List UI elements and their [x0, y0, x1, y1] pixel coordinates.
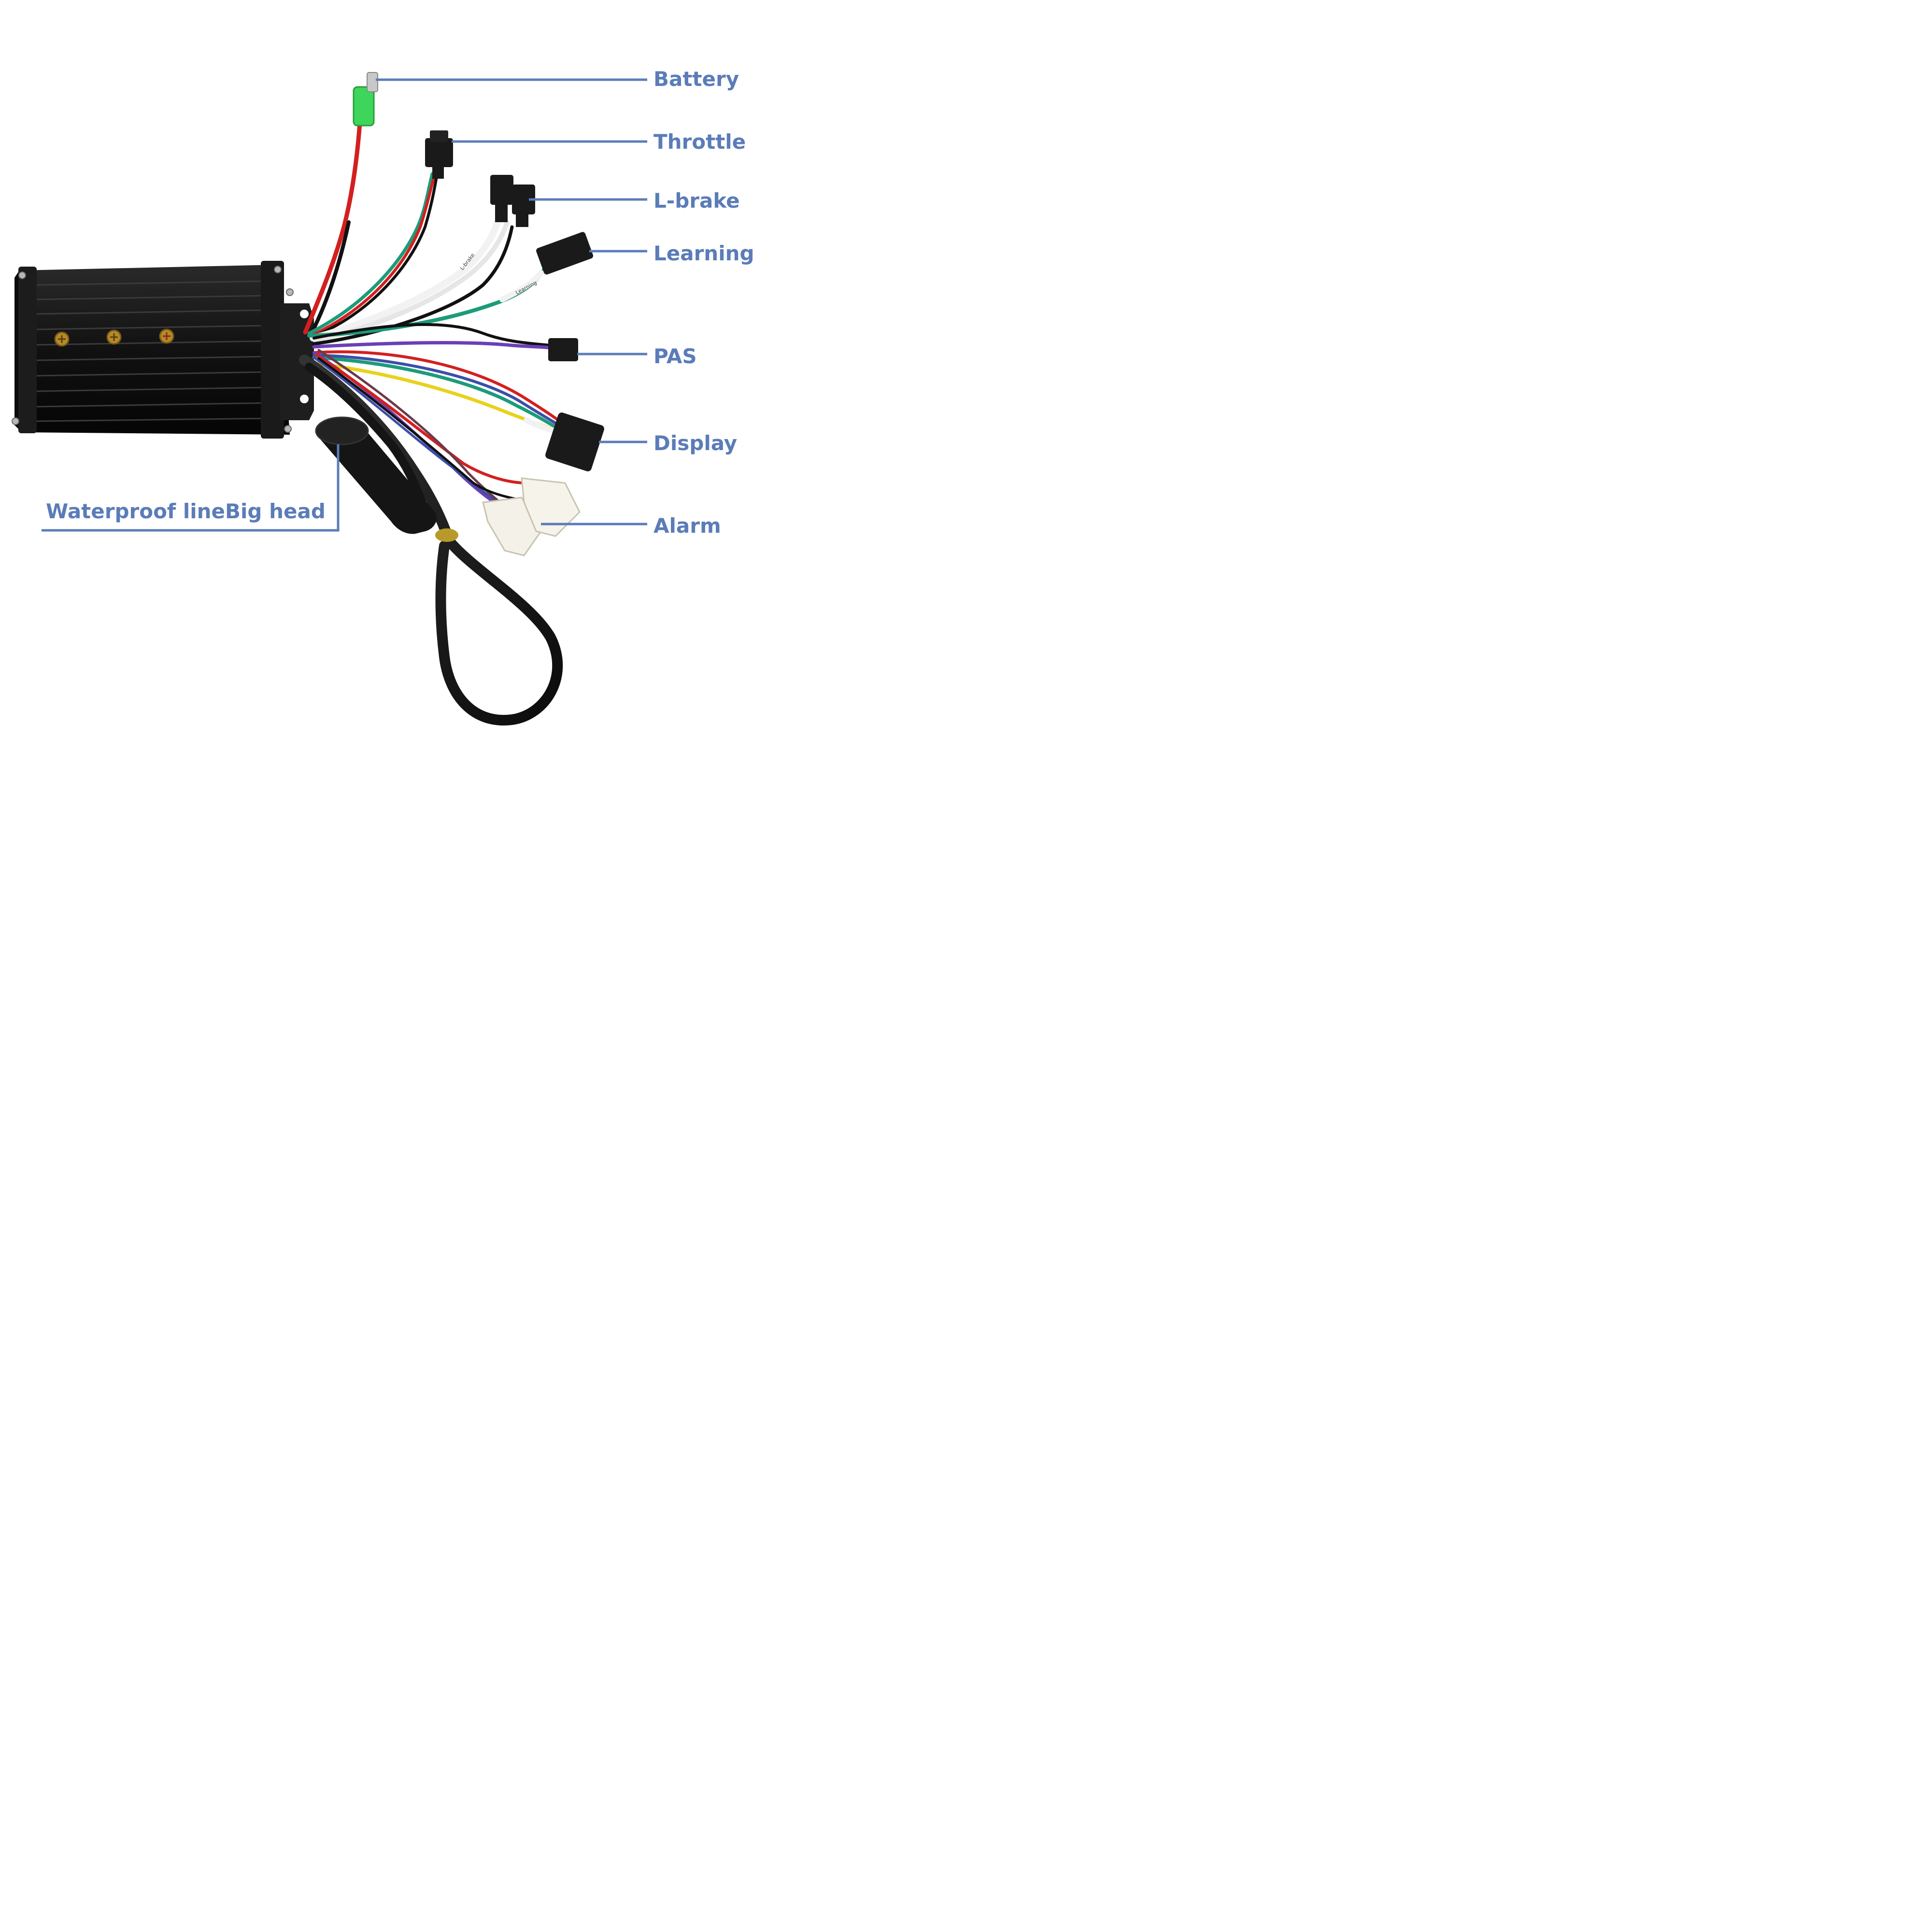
wire-battery-black [310, 220, 351, 335]
mount-hole-top [300, 310, 309, 318]
wire-harness [299, 121, 567, 726]
label-pas: PAS [653, 344, 697, 368]
callout-lines [42, 78, 647, 532]
label-lbrake: L-brake [653, 189, 740, 213]
wire-throttle-green [307, 172, 434, 335]
wire-lbrake-white-a [310, 219, 501, 341]
label-alarm: Alarm [653, 514, 721, 538]
wire-alarm-brown [317, 349, 511, 511]
wire-throttle-black [315, 172, 439, 337]
wire-display-red [313, 350, 567, 426]
connector-battery [353, 72, 378, 127]
wire-alarm-black [317, 357, 523, 501]
connector-throttle [425, 130, 453, 179]
cable-waterproof-branch [305, 363, 429, 516]
label-waterproof: Waterproof lineBig head [46, 499, 326, 523]
wire-learning-white [499, 270, 544, 302]
wire-pas-purple [312, 341, 553, 350]
callout-line-waterproof [42, 444, 340, 532]
connector-lbrake [490, 175, 535, 227]
label-display: Display [653, 431, 737, 455]
controller-housing [12, 261, 314, 439]
wire-pas-black [313, 323, 552, 347]
connector-waterproof-head [315, 416, 437, 534]
wire-display-blue [313, 354, 564, 429]
connector-display [545, 412, 604, 471]
connector-pas [548, 338, 578, 361]
controller-diagram: L-brake Learning Battery Throttle L-brak… [12, 67, 754, 726]
end-cap-left [18, 267, 37, 433]
wire-lbrake-black [312, 225, 514, 346]
brass-screws [54, 328, 174, 347]
label-learning: Learning [653, 242, 754, 265]
wire-battery-red [303, 121, 362, 335]
label-battery: Battery [653, 67, 739, 91]
corner-screws [12, 266, 294, 433]
wire-alarm-blue [313, 356, 509, 511]
label-throttle: Throttle [653, 130, 746, 154]
wire-display-white [524, 417, 558, 434]
wire-throttle-red [313, 172, 436, 336]
heat-sink-fins [36, 280, 275, 422]
connector-alarm [482, 477, 581, 556]
cable-tie [435, 528, 458, 542]
connector-learning [536, 232, 594, 275]
end-cap-right [261, 261, 284, 439]
mount-hole-bottom [300, 395, 309, 403]
wire-display-green [312, 355, 562, 432]
wire-tag-learning: Learning [514, 280, 538, 296]
